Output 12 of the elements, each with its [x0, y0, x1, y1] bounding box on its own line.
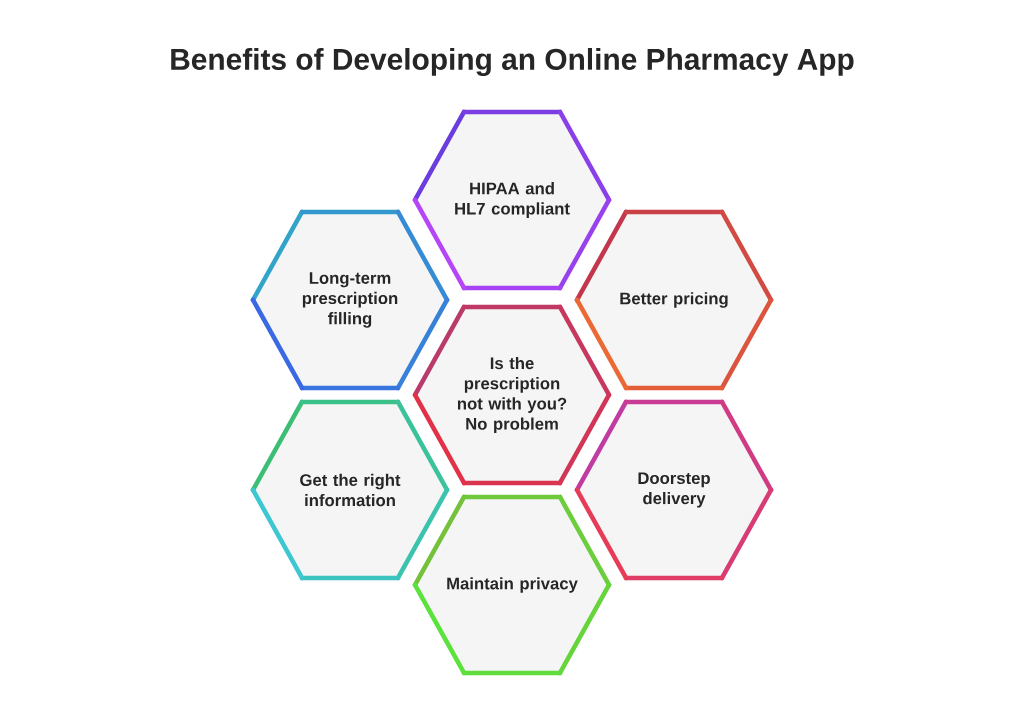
- hexagon: Better pricing: [574, 209, 774, 391]
- hexagon: Doorstep delivery: [574, 399, 774, 581]
- node-label: Better pricing: [620, 292, 728, 308]
- hexagon: Maintain privacy: [412, 494, 612, 676]
- node-label: Long-term prescription filling: [302, 272, 398, 328]
- hexagon: Is the prescription not with you? No problem: [412, 304, 612, 486]
- node-label: Get the right information: [300, 473, 401, 507]
- node-label: Doorstep delivery: [638, 472, 710, 508]
- title: Benefits of Developing an Online Pharmacy App: [171, 48, 854, 76]
- node-label: Is the prescription not with you? No problem: [457, 356, 567, 434]
- hexagon: Long-term prescription filling: [250, 209, 450, 391]
- hexagon: HIPAA and HL7 compliant: [412, 109, 612, 291]
